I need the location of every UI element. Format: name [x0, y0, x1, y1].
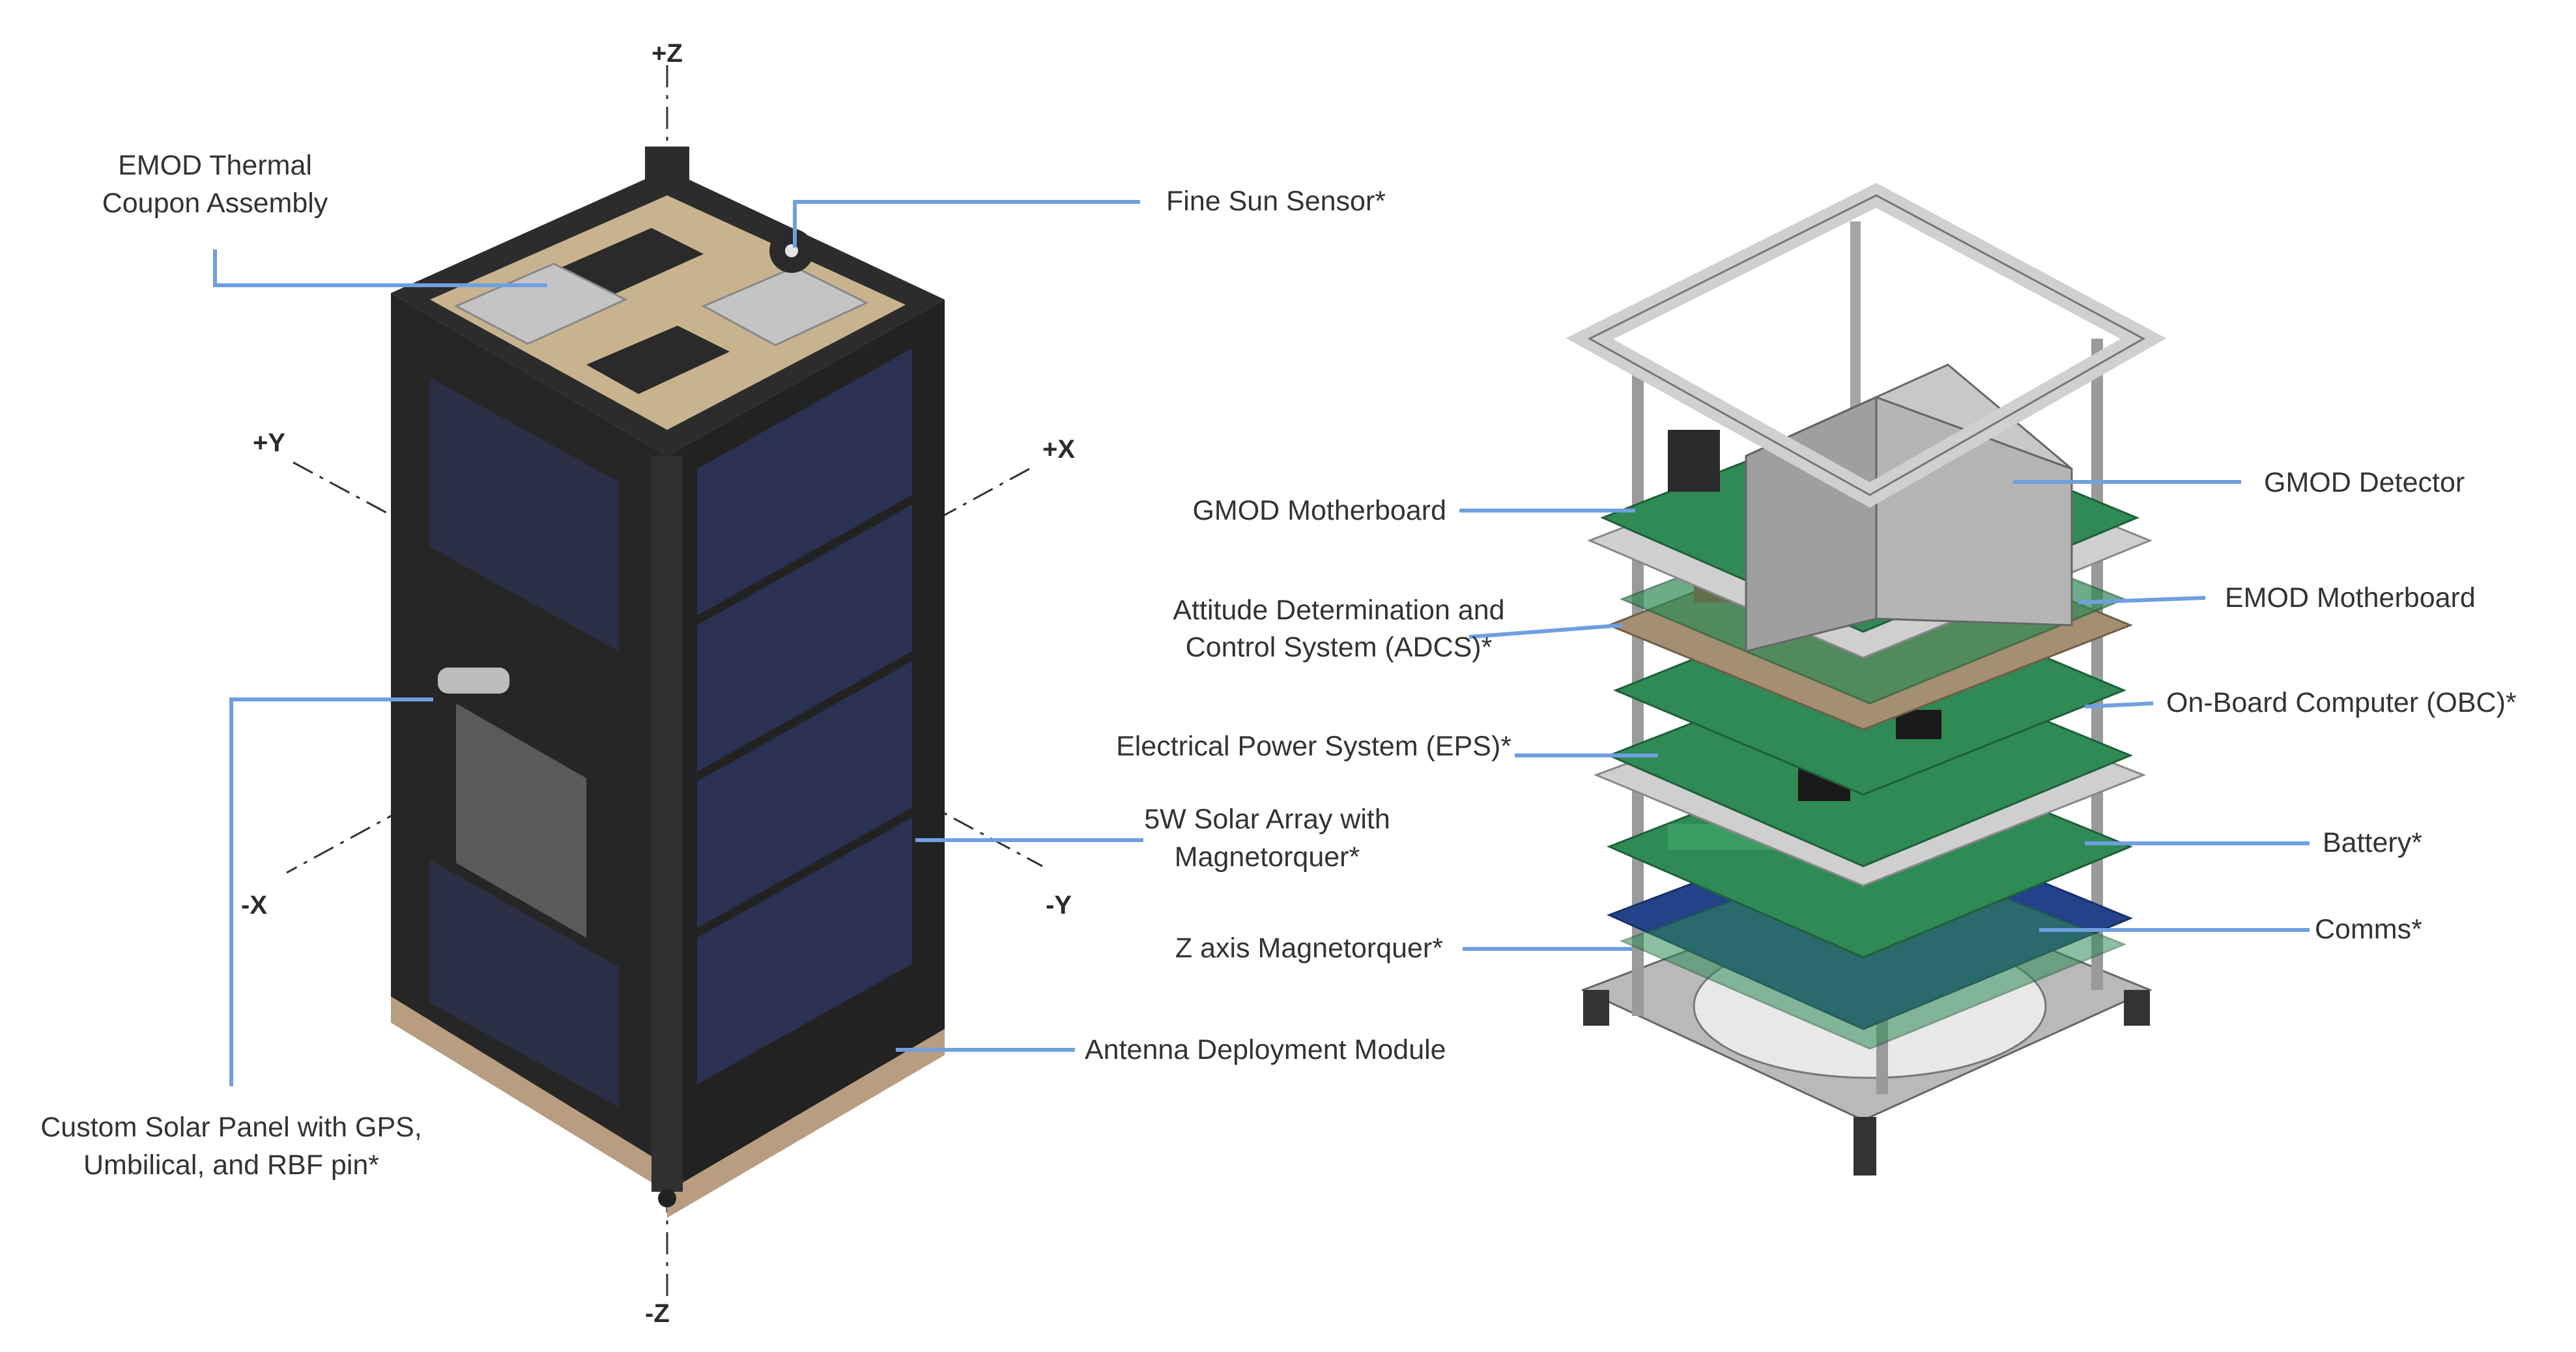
solar-cell-right-4 [697, 817, 912, 1084]
label-comms: Comms* [2315, 914, 2422, 945]
label-solar-array-line1: 5W Solar Array with [1144, 804, 1390, 835]
leader-obc [2084, 701, 2154, 709]
umbilical-panel [456, 703, 586, 938]
solar-cell-right-2 [697, 505, 912, 772]
bottom-foot [658, 1189, 676, 1207]
leader-emod-thermal [213, 249, 547, 287]
label-antenna: Antenna Deployment Module [1085, 1034, 1446, 1065]
base-foot-right [2124, 990, 2150, 1026]
label-emod-thermal-line2: Coupon Assembly [102, 188, 328, 219]
label-adcs-line2: Control System (ADCS)* [1186, 632, 1493, 663]
label-eps: Electrical Power System (EPS)* [1116, 731, 1511, 762]
leader-fine-sun-sensor [793, 200, 1140, 247]
axis-label-plus-y: +Y [253, 429, 285, 457]
thermal-coupon-silver-1 [453, 262, 628, 345]
bottom-strip-left [391, 996, 667, 1192]
label-custom-panel-line2: Umbilical, and RBF pin* [83, 1149, 379, 1181]
label-gmod-detector: GMOD Detector [2264, 467, 2465, 498]
label-battery: Battery* [2323, 827, 2422, 858]
solar-cell-left-1 [430, 378, 619, 651]
base-foot-front [1853, 1117, 1876, 1176]
stack-rod-right [2091, 339, 2103, 990]
leader-emod-motherboard [2078, 596, 2206, 604]
label-adcs-line1: Attitude Determination and [1173, 595, 1504, 626]
label-custom-panel-line1: Custom Solar Panel with GPS, [40, 1112, 422, 1143]
label-fine-sun-sensor: Fine Sun Sensor* [1166, 186, 1386, 217]
cubesat-assembled [286, 65, 1043, 1296]
solar-cell-right-3 [697, 661, 912, 928]
axis-label-minus-x: -X [241, 891, 267, 920]
antenna-deployment-strip [667, 1029, 945, 1218]
label-z-mag: Z axis Magnetorquer* [1175, 933, 1443, 964]
corner-rail [651, 456, 683, 1192]
axis-label-minus-y: -Y [1046, 891, 1072, 920]
label-obc: On-Board Computer (OBC)* [2166, 687, 2517, 718]
label-emod-thermal-line1: EMOD Thermal [118, 150, 312, 181]
label-solar-array-line2: Magnetorquer* [1175, 841, 1360, 873]
leader-custom-panel [229, 697, 433, 1086]
gmod-connector [1668, 430, 1720, 492]
umbilical-port [438, 668, 509, 694]
leader-adcs [1468, 623, 1623, 639]
top-frame-outline [1587, 194, 2146, 496]
solar-cell-left-2 [430, 860, 619, 1107]
thermal-coupon-silver-2 [701, 266, 869, 346]
internal-stack-exploded [1566, 182, 2167, 1176]
solar-cell-right-1 [697, 348, 912, 615]
top-corner-post [645, 147, 689, 182]
axis-label-plus-z: +Z [651, 39, 683, 68]
axis-label-plus-x: +X [1042, 435, 1075, 464]
label-emod-motherboard: EMOD Motherboard [2225, 582, 2476, 613]
thermal-coupon-dark-2 [586, 326, 730, 394]
base-foot-left [1583, 990, 1609, 1026]
axis-label-minus-z: -Z [645, 1299, 670, 1328]
label-gmod-motherboard: GMOD Motherboard [1192, 495, 1446, 526]
